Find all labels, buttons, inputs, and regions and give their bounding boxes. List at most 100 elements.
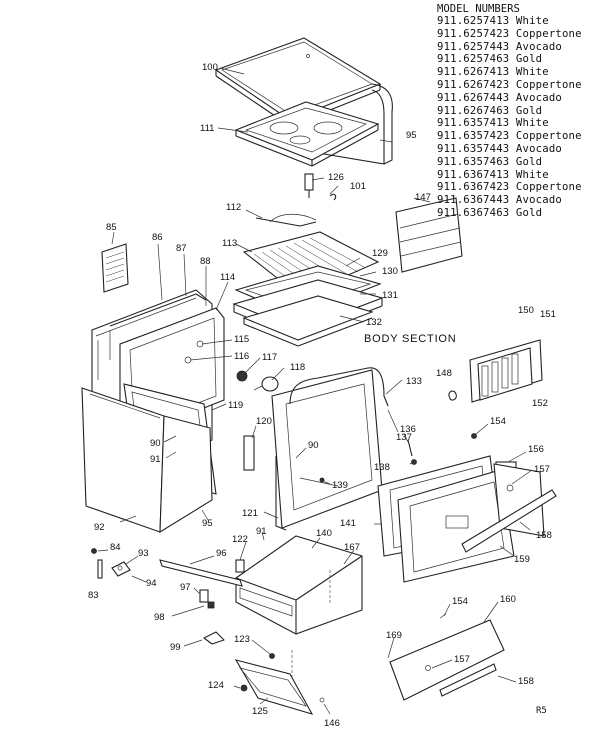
- model-item: 911.6257463 Gold: [437, 53, 543, 66]
- callout-118: 118: [290, 362, 305, 373]
- callout-91-left: 91: [150, 454, 161, 465]
- part-burner-box: [234, 101, 380, 167]
- callout-113: 113: [222, 238, 237, 249]
- callout-131: 131: [382, 290, 398, 301]
- callout-119: 119: [228, 400, 243, 411]
- section-title: BODY SECTION: [364, 333, 457, 345]
- callout-138: 138: [374, 462, 390, 473]
- part-kick-plate: [234, 650, 314, 715]
- callout-100: 100: [202, 62, 218, 73]
- model-item: 911.6367463 Gold: [437, 206, 543, 219]
- callout-93: 93: [138, 548, 149, 559]
- callout-122: 122: [232, 534, 248, 545]
- model-item: 911.6367443 Avocado: [437, 194, 562, 207]
- model-item: 911.6357423 Coppertone: [437, 130, 582, 143]
- part-door-liner: [243, 369, 383, 531]
- callout-114: 114: [220, 272, 235, 283]
- model-item: 911.6357413 White: [437, 117, 549, 130]
- callout-92: 92: [94, 522, 105, 533]
- callout-96: 96: [216, 548, 227, 559]
- callout-159: 159: [514, 554, 530, 565]
- model-item: 911.6357463 Gold: [437, 155, 543, 168]
- callout-157-top: 157: [534, 464, 550, 475]
- model-item: 911.6267423 Coppertone: [437, 78, 582, 91]
- callout-98: 98: [154, 612, 165, 623]
- callout-157-bottom: 157: [454, 654, 470, 665]
- callout-133: 133: [406, 376, 422, 387]
- callout-labels: 100 111 95 126 101 147 112 85 86 87 88 1…: [88, 62, 556, 729]
- callout-130: 130: [382, 266, 398, 277]
- callout-99: 99: [170, 642, 181, 653]
- callout-151: 151: [540, 309, 556, 320]
- callout-112: 112: [226, 202, 241, 213]
- callout-140: 140: [316, 528, 332, 539]
- callout-126: 126: [328, 172, 344, 183]
- part-side-trim: [159, 415, 213, 534]
- part-hinge-parts: [199, 589, 225, 645]
- callout-84: 84: [110, 542, 121, 553]
- callout-91-door: 91: [256, 526, 267, 537]
- model-item: 911.6257423 Coppertone: [437, 27, 582, 40]
- callout-158-bottom: 158: [518, 676, 534, 687]
- callout-111: 111: [200, 123, 214, 134]
- callout-116: 116: [234, 351, 249, 362]
- part-broiler-pans: [232, 265, 384, 347]
- callout-125: 125: [252, 706, 268, 717]
- part-clip: [448, 390, 457, 401]
- callout-leaders: [97, 67, 533, 715]
- callout-152: 152: [532, 398, 548, 409]
- part-storage-drawer: [235, 535, 363, 635]
- part-screw-146: [319, 697, 325, 703]
- callout-123: 123: [234, 634, 250, 645]
- callout-129: 129: [372, 248, 388, 259]
- part-light-socket: [236, 370, 279, 392]
- callout-124: 124: [208, 680, 224, 691]
- part-rear-vent-panel: [395, 197, 463, 273]
- callout-86: 86: [152, 232, 163, 243]
- part-lower-panel: [389, 613, 505, 701]
- callout-146: 146: [324, 718, 340, 728]
- model-item: 911.6257413 White: [437, 15, 549, 27]
- part-igniter: [304, 173, 337, 201]
- callout-87: 87: [176, 243, 187, 254]
- model-item: 911.6267413 White: [437, 66, 549, 79]
- callout-120: 120: [256, 416, 272, 427]
- part-drawer-rail: [159, 559, 245, 587]
- part-oven-door-outer: [377, 455, 517, 583]
- callout-121: 121: [242, 508, 258, 519]
- callout-85: 85: [106, 222, 117, 233]
- callout-95-lower: 95: [202, 518, 213, 529]
- callout-115: 115: [234, 334, 249, 345]
- callout-117: 117: [262, 352, 277, 363]
- part-rating-plate: [101, 243, 129, 293]
- callout-132: 132: [366, 317, 382, 328]
- callout-160: 160: [500, 594, 516, 605]
- callout-156: 156: [528, 444, 544, 455]
- model-list-heading: MODEL NUMBERS: [437, 3, 520, 15]
- callout-154-bottom: 154: [452, 596, 468, 607]
- callout-97: 97: [180, 582, 191, 593]
- model-item: 911.6367423 Coppertone: [437, 181, 582, 194]
- part-door-gasket: [289, 367, 389, 407]
- callout-137: 137: [396, 432, 412, 443]
- model-item: 911.6367413 White: [437, 168, 549, 181]
- model-item: 911.6257443 Avocado: [437, 40, 562, 53]
- callout-169: 169: [386, 630, 402, 641]
- callout-94: 94: [146, 578, 157, 589]
- part-door-handle: [461, 489, 557, 553]
- part-control-knob-panel: [469, 339, 543, 403]
- callout-154-top: 154: [490, 416, 506, 427]
- part-screws: [407, 433, 477, 465]
- callout-136: 136: [400, 424, 416, 435]
- model-item: 911.6357443 Avocado: [437, 142, 562, 155]
- part-broiler-rack-hook: [255, 213, 317, 227]
- callout-141: 141: [340, 518, 356, 529]
- footer-code: R5: [536, 706, 547, 716]
- callout-90-door: 90: [308, 440, 319, 451]
- callout-83: 83: [88, 590, 99, 601]
- callout-148: 148: [436, 368, 452, 379]
- callout-167: 167: [344, 542, 360, 553]
- model-item: 911.6267463 Gold: [437, 104, 543, 117]
